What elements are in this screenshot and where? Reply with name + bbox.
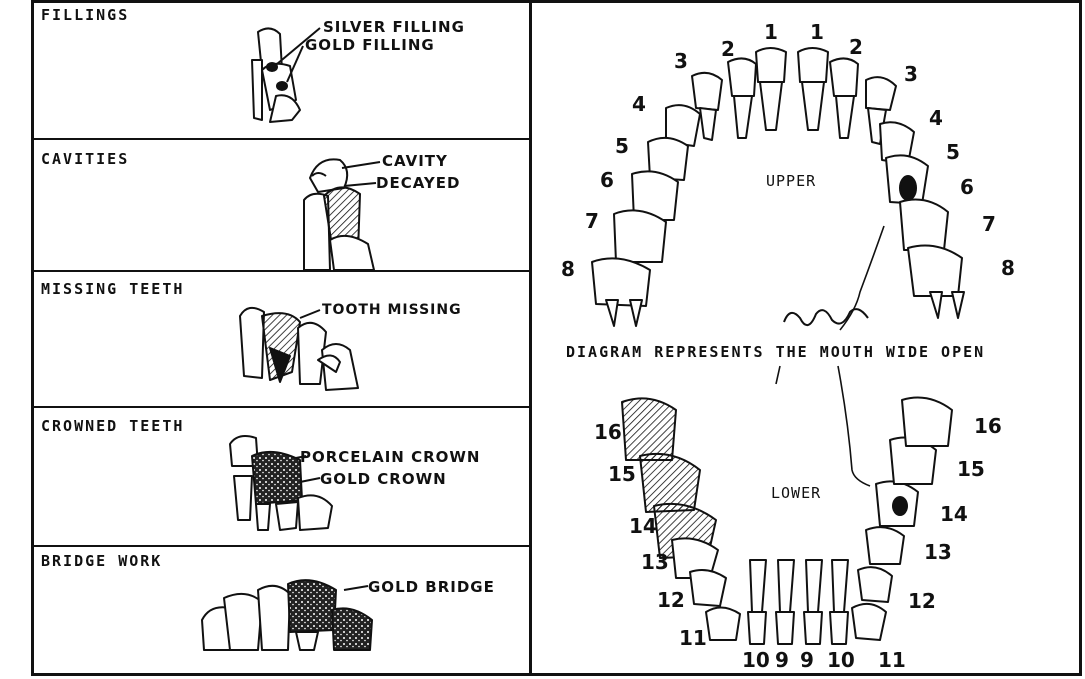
crowned-teeth-illustration	[230, 436, 332, 530]
cavities-illustration	[304, 159, 380, 270]
upper-arch-teeth	[592, 48, 964, 326]
bridge-work-illustration	[202, 580, 372, 650]
fillings-illustration	[252, 28, 320, 122]
lower-arch-teeth	[622, 398, 952, 644]
missing-teeth-illustration	[240, 308, 358, 390]
